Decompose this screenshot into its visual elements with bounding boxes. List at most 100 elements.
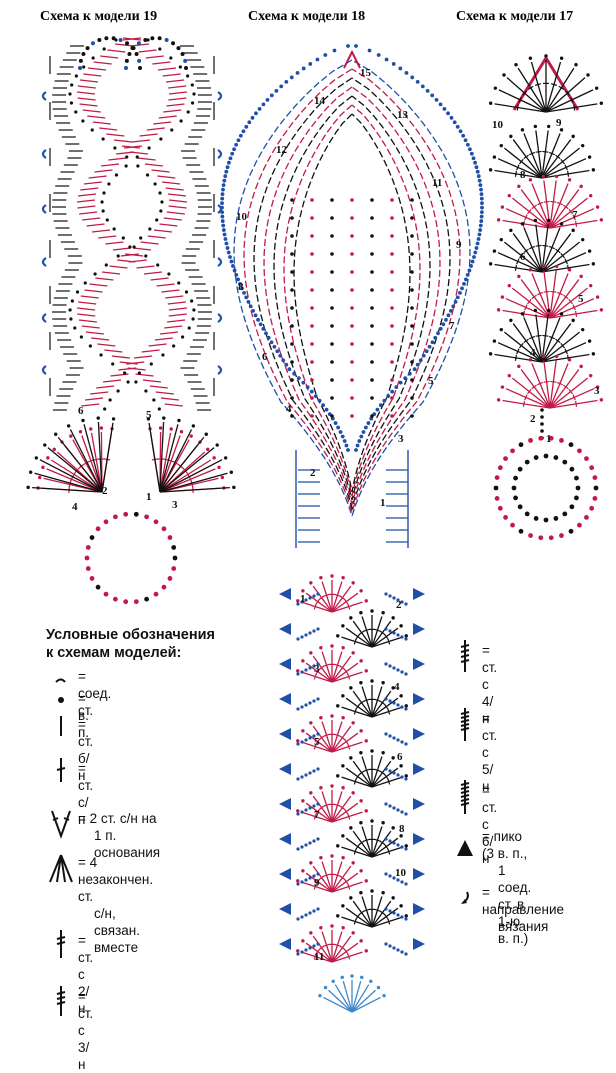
chain-dot [540,429,544,433]
picot-triangle [413,938,425,950]
chain-dot [300,635,303,638]
stitch-line [332,866,351,892]
chain-dot [381,681,384,684]
stitch-line [536,335,542,336]
chain-dot [379,403,383,407]
picot-triangle [413,588,425,600]
chain-dot [574,476,579,481]
stitch-line [550,201,556,202]
chain-dot [470,152,474,156]
chain-dot [279,85,283,89]
stitch-line [85,398,103,400]
chain-dot [384,907,387,910]
chain-dot [350,360,354,364]
chain-dot [336,844,339,847]
chain-dot [553,516,558,521]
chain-dot [308,596,311,599]
stitch-line [144,272,162,274]
chain-dot [180,430,183,433]
title-model-18: Схема к модели 18 [248,9,365,24]
chain-dot [330,216,334,220]
chain-dot [517,365,520,368]
chain-dot [309,721,312,724]
chain-dot [309,861,312,864]
chain-dot [290,288,294,292]
chain-dot [38,476,41,479]
stitch-line [108,158,126,160]
chain-dot [509,135,512,138]
chain-dot [359,869,362,872]
row-number: 4 [530,347,536,359]
chain-dot [351,581,354,584]
chain-dot [477,174,481,178]
chain-dot [435,98,439,102]
chain-dot [173,556,178,561]
stitch-line [168,302,186,304]
chain-dot [529,178,532,181]
chain-dot [351,791,354,794]
stitch-line [313,586,332,612]
chain-dot [79,430,82,433]
scheme-model-18 [220,44,484,1012]
chain-dot [592,262,595,265]
chain-dot [333,49,337,53]
chain-dot [254,111,258,115]
row-number: 6 [262,351,268,363]
chain-dot [579,365,582,368]
chain-dot [330,854,333,857]
stitch-line [372,628,398,647]
chain-dot [404,847,407,850]
stitch-line [130,152,148,154]
legend-heading-line1: Условные обозначения [46,626,276,644]
chain-dot [106,218,109,221]
chain-dot [480,197,484,201]
chain-dot [239,134,243,138]
chain-dot [69,434,72,437]
chain-dot [290,76,294,80]
chain-dot [310,324,314,328]
chain-dot [357,439,361,443]
row-number: 10 [492,119,504,131]
chain-dot [144,254,147,257]
chain-dot [404,672,407,675]
chain-dot [419,358,423,362]
row-number: 15 [360,67,372,79]
chain-dot [321,403,325,407]
stitch-line [372,901,391,927]
chain-dot [242,129,246,133]
chain-dot [390,216,394,220]
chain-dot [480,201,484,205]
stitch-line [332,873,358,892]
chain-dot [205,433,208,436]
row-number: 2 [530,413,536,425]
chain-dot [489,262,492,265]
dc3-icon [44,986,78,1020]
chain-dot [351,861,354,864]
chain-dot [473,161,477,165]
stitch-line [78,194,96,196]
stitch-line [84,290,102,292]
stitch-line [372,761,391,787]
picot-mark [43,366,46,374]
chain-dot [177,281,180,284]
chain-dot [400,635,403,638]
row-number: 8 [520,169,526,181]
chain-dot [403,376,407,380]
row-number: 5 [314,736,320,748]
chain-dot [85,556,90,561]
chain-dot [410,288,414,292]
chain-dot [365,739,368,742]
chain-dot [350,216,354,220]
chain-dot [159,209,162,212]
chain-dot [278,354,282,358]
chain-dot [494,486,499,491]
chain-dot [410,396,414,400]
chain-dot [581,328,584,331]
leaf-row [294,114,410,492]
chain-dot [451,304,455,308]
chain-dot [362,430,366,434]
chain-dot [316,907,319,910]
chain-dot [318,399,322,403]
chain-dot [97,416,100,419]
chain-dot [480,192,484,196]
